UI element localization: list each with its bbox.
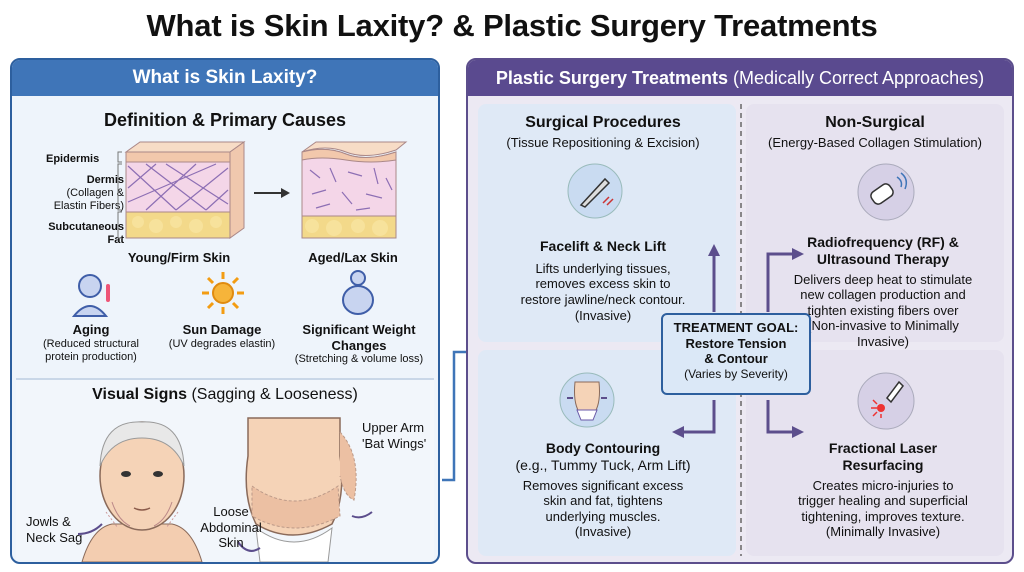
right-panel-header: Plastic Surgery Treatments (Medically Co… bbox=[468, 60, 1012, 96]
aged-skin-label: Aged/Lax Skin bbox=[308, 250, 398, 265]
dermis-bracket bbox=[117, 163, 122, 211]
surgical-subtitle: (Tissue Repositioning & Excision) bbox=[506, 135, 700, 150]
weight-change-icon bbox=[342, 270, 374, 315]
nonsurgical-title: Non-Surgical bbox=[825, 114, 925, 131]
cause-weight-change: Significant Weight Changes (Stretching &… bbox=[294, 322, 424, 366]
cause-sun-damage: Sun Damage (UV degrades elastin) bbox=[168, 322, 276, 350]
surgical-title: Surgical Procedures bbox=[525, 114, 681, 131]
body-contouring-text: Body Contouring (e.g., Tummy Tuck, Arm L… bbox=[515, 440, 691, 540]
dermis-label: Dermis (Collagen & Elastin Fibers) bbox=[53, 174, 124, 213]
upper-arm-label: Upper Arm'Bat Wings' bbox=[362, 420, 427, 451]
left-panel-header: What is Skin Laxity? bbox=[12, 60, 438, 96]
aged-skin-illustration bbox=[301, 141, 408, 239]
subcutaneous-label: Subcutaneous Fat bbox=[48, 221, 124, 247]
treatment-goal-box: TREATMENT GOAL: Restore Tension & Contou… bbox=[661, 313, 811, 395]
tummy-tuck-icon bbox=[559, 372, 615, 428]
epidermis-bracket bbox=[117, 151, 122, 163]
skin-laxity-panel: What is Skin Laxity? Definition & Primar… bbox=[10, 58, 440, 564]
visual-signs-section bbox=[16, 378, 434, 560]
scalpel-icon bbox=[567, 163, 623, 219]
young-skin-label: Young/Firm Skin bbox=[127, 250, 231, 265]
skin-cross-section-diagram bbox=[117, 141, 408, 239]
aging-face-illustration bbox=[81, 421, 203, 562]
sun-icon bbox=[202, 272, 244, 314]
visual-signs-title: Visual Signs (Sagging & Looseness) bbox=[92, 386, 358, 403]
nonsurgical-subtitle: (Energy-Based Collagen Stimulation) bbox=[768, 135, 982, 150]
cause-aging: Aging (Reduced structural protein produc… bbox=[43, 322, 139, 363]
visual-signs-illustration bbox=[77, 417, 373, 562]
nonsurgical-top-quadrant bbox=[746, 104, 1004, 342]
facelift-text: Facelift & Neck Lift Lifts underlying ti… bbox=[520, 238, 686, 323]
goal-arrows bbox=[672, 244, 804, 438]
elderly-person-icon bbox=[71, 274, 110, 317]
laser-icon bbox=[857, 372, 915, 430]
rf-ultrasound-text: Radiofrequency (RF) & Ultrasound Therapy… bbox=[793, 234, 973, 349]
young-skin-illustration bbox=[124, 141, 246, 239]
loose-abdomen-illustration bbox=[245, 417, 357, 562]
fat-bracket bbox=[117, 211, 122, 239]
jowls-label: Jowls &Neck Sag bbox=[26, 514, 83, 545]
epidermis-label: Epidermis bbox=[46, 153, 100, 165]
main-title: What is Skin Laxity? & Plastic Surgery T… bbox=[146, 8, 878, 43]
surgical-top-quadrant bbox=[478, 104, 736, 342]
definition-title: Definition & Primary Causes bbox=[103, 110, 347, 130]
ultrasound-device-icon bbox=[857, 163, 915, 221]
treatments-panel: Plastic Surgery Treatments (Medically Co… bbox=[466, 58, 1014, 564]
fractional-laser-text: Fractional Laser Resurfacing Creates mic… bbox=[798, 440, 968, 540]
